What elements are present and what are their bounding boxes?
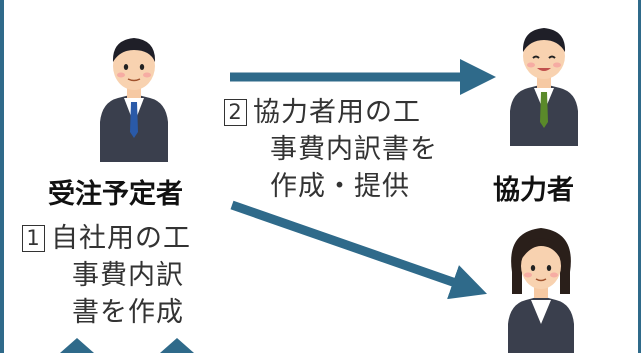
arrow-bottom-left	[60, 338, 94, 353]
step2-line-3: 作成・提供	[270, 171, 410, 202]
step1-line1-text: 自社用の工	[51, 223, 191, 254]
step2-line-2: 事費内訳書を	[270, 134, 438, 165]
step1-line-2: 事費内訳	[72, 260, 184, 291]
partner-female-person-icon	[508, 228, 574, 353]
step2-number: 2	[224, 99, 247, 126]
contractor-label: 受注予定者	[48, 179, 183, 210]
step2-line1-text: 協力者用の工	[253, 97, 421, 128]
step1-line-3: 書を作成	[72, 297, 184, 328]
frame-left-border	[0, 0, 4, 353]
partner-male-person-icon	[510, 28, 578, 146]
partner-label: 協力者	[493, 175, 574, 206]
arrow-to-partner-female	[230, 200, 487, 300]
arrow-bottom-right	[160, 338, 194, 353]
step1-number: 1	[22, 225, 45, 252]
frame-right-border	[638, 0, 641, 353]
contractor-person-icon	[100, 38, 168, 162]
